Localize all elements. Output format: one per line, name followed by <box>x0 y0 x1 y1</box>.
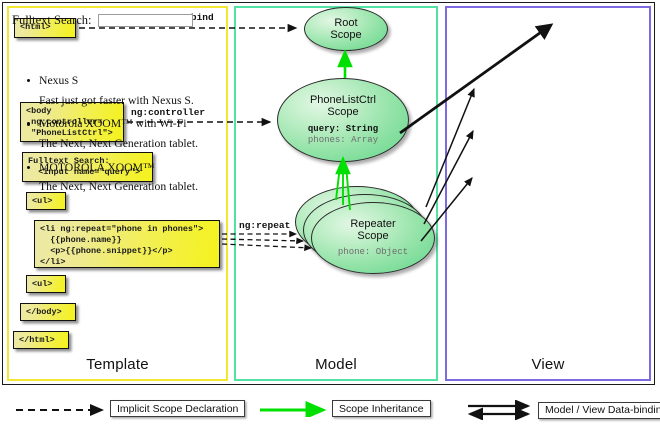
scope-root: Root Scope <box>304 7 388 51</box>
scope-phonelistctrl-title: PhoneListCtrl Scope <box>310 94 376 119</box>
legend-item-databinding: Model / View Data-binding <box>466 400 660 420</box>
phone-name: Motorola XOOM™ with Wi-Fi <box>24 115 204 133</box>
column-label-view: View <box>531 356 565 373</box>
view-phone-list: Nexus S Fast just got faster with Nexus … <box>24 72 204 202</box>
scope-phonelistctrl-props: query: String phones: Array <box>308 124 378 147</box>
scope-prop-query: query: String <box>307 123 379 134</box>
phone-name: MOTOROLA XOOM™ <box>24 159 204 177</box>
legend-label-inheritance: Scope Inheritance <box>332 400 431 417</box>
column-label-model: Model <box>315 356 357 373</box>
phone-name: Nexus S <box>24 72 204 90</box>
view-search-label: Fulltext Search: <box>12 13 92 27</box>
legend: Implicit Scope Declaration Scope Inherit… <box>0 392 660 435</box>
scope-repeater-title-line1: Repeater <box>350 217 396 230</box>
scope-prop-phone: phone: Object <box>337 247 409 258</box>
legend-label-databinding: Model / View Data-binding <box>538 401 660 419</box>
legend-item-implicit: Implicit Scope Declaration <box>14 400 246 417</box>
legend-item-inheritance: Scope Inheritance <box>258 400 431 417</box>
scope-repeater-props: phone: Object <box>338 247 408 258</box>
view-search-row: Fulltext Search: <box>12 13 193 28</box>
scope-repeater: Repeater Scope phone: Object <box>311 202 435 274</box>
list-item: Nexus S Fast just got faster with Nexus … <box>24 72 204 112</box>
scope-root-title-line1: Root <box>334 16 358 29</box>
legend-arrow-green <box>260 400 327 417</box>
phone-snippet: The Next, Next Generation tablet. <box>39 136 199 150</box>
column-label-template: Template <box>86 356 149 373</box>
code-box-html-open: <html> <box>14 18 76 38</box>
column-view: View <box>445 6 651 381</box>
phone-snippet: The Next, Next Generation tablet. <box>39 180 199 194</box>
scope-root-title: Root Scope <box>330 17 361 42</box>
list-item: MOTOROLA XOOM™ The Next, Next Generation… <box>24 159 204 199</box>
legend-label-implicit: Implicit Scope Declaration <box>110 400 246 417</box>
code-box-fulltext-search: Fulltext Search: <input name="query"> <box>22 152 153 182</box>
code-box-html-close: </html> <box>13 331 69 349</box>
scope-phonelistctrl-title-line1: PhoneListCtrl <box>309 93 377 106</box>
scope-root-title-line2: Scope <box>330 29 362 41</box>
code-box-ul-close: <ul> <box>26 275 66 293</box>
legend-arrow-dashed <box>16 403 104 416</box>
legend-arrow-double <box>467 400 531 420</box>
code-box-ul-open: <ul> <box>26 192 66 210</box>
code-box-body-close: </body> <box>20 303 76 321</box>
list-item: Motorola XOOM™ with Wi-Fi The Next, Next… <box>24 115 204 155</box>
label-ng-repeat: ng:repeat <box>239 220 291 231</box>
scope-repeater-title-line2: Scope <box>357 229 389 242</box>
label-ng-controller: ng:controller <box>131 107 206 118</box>
scope-repeater-title: Repeater Scope <box>350 218 395 243</box>
code-box-li-repeat: <li ng:repeat="phone in phones"> {{phone… <box>34 220 220 268</box>
view-search-input[interactable] <box>97 14 193 27</box>
phone-snippet: Fast just got faster with Nexus S. <box>39 93 194 107</box>
scope-phonelistctrl: PhoneListCtrl Scope query: String phones… <box>277 78 409 162</box>
code-box-body-open: <body ng:controller= "PhoneListCtrl"> <box>20 102 124 142</box>
scope-prop-phones: phones: Array <box>307 134 379 145</box>
scope-phonelistctrl-title-line2: Scope <box>327 106 359 119</box>
